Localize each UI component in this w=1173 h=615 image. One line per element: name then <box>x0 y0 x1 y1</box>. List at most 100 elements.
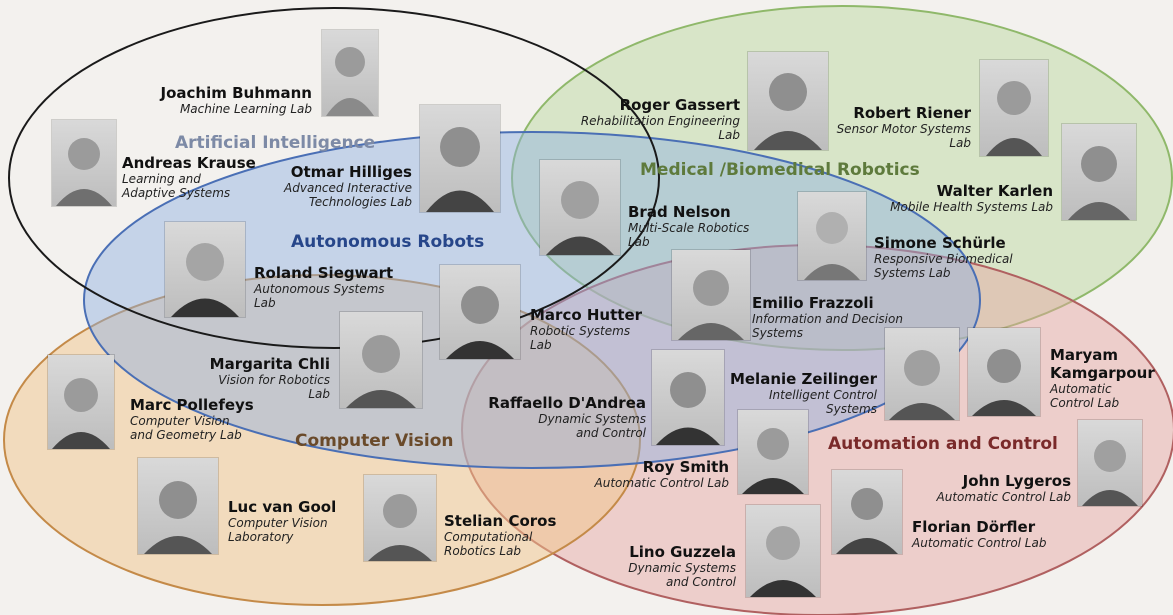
person-name: Melanie Zeilinger <box>729 370 877 388</box>
area-label-control: Automation and Control <box>828 434 1058 454</box>
photo-roy-smith <box>738 410 808 494</box>
person-maryam-kamgarpour: Maryam Kamgarpour Automatic Control Lab <box>1050 346 1155 410</box>
person-roy-smith: Roy Smith Automatic Control Lab <box>595 458 729 490</box>
person-raffaello-dandrea: Raffaello D'Andrea Dynamic Systems and C… <box>488 394 646 440</box>
person-name: Roland Siegwart <box>254 264 394 282</box>
lab-line: Robotic Systems <box>530 324 631 338</box>
ellipse-ai <box>8 7 660 349</box>
lab-line: Adaptive Systems <box>122 186 231 200</box>
person-simone-schurle: Simone Schürle Responsive Biomedical Sys… <box>874 234 1013 280</box>
lab-line: Lab <box>628 235 650 249</box>
area-label-vision: Computer Vision <box>295 431 454 451</box>
lab-line: Rehabilitation Engineering <box>580 114 740 128</box>
person-andreas-krause: Andreas Krause Learning and Adaptive Sys… <box>122 154 256 200</box>
person-name: John Lygeros <box>962 472 1071 490</box>
photo-walter-karlen <box>1062 124 1136 220</box>
person-brad-nelson: Brad Nelson Multi-Scale Robotics Lab <box>628 203 749 249</box>
person-name: Raffaello D'Andrea <box>488 394 646 412</box>
person-name: Joachim Buhmann <box>160 84 312 102</box>
person-roger-gassert: Roger Gassert Rehabilitation Engineering… <box>581 96 740 142</box>
lab-line: Technologies Lab <box>308 195 412 209</box>
person-name: Marc Pollefeys <box>130 396 254 414</box>
lab-line: Robotics Lab <box>444 544 521 558</box>
ellipse-autonomous <box>83 131 981 469</box>
photo-roger-gassert <box>748 52 828 150</box>
person-name: Emilio Frazzoli <box>752 294 874 312</box>
lab-line: Systems <box>752 326 803 340</box>
lab-line: and Control <box>575 426 646 440</box>
person-name: Roger Gassert <box>619 96 740 114</box>
photo-florian-dorfler <box>832 470 902 554</box>
photo-joachim-buhmann <box>322 30 378 116</box>
person-otmar-hilliges: Otmar Hilliges Advanced Interactive Tech… <box>284 163 412 209</box>
lab-line: Computer Vision <box>130 414 230 428</box>
lab-line: Vision for Robotics <box>218 373 330 387</box>
photo-melanie-zeilinger <box>885 328 959 420</box>
photo-margarita-chli <box>340 312 422 408</box>
lab-line: Control Lab <box>1050 396 1120 410</box>
person-margarita-chli: Margarita Chli Vision for Robotics Lab <box>210 355 330 401</box>
person-robert-riener: Robert Riener Sensor Motor Systems Lab <box>837 104 971 150</box>
photo-marco-hutter <box>440 265 520 359</box>
person-luc-van-gool: Luc van Gool Computer Vision Laboratory <box>228 498 336 544</box>
person-marc-pollefeys: Marc Pollefeys Computer Vision and Geome… <box>130 396 254 442</box>
person-name: Robert Riener <box>853 104 971 122</box>
photo-roland-siegwart <box>165 222 245 317</box>
lab-line: Autonomous Systems <box>254 282 385 296</box>
photo-andreas-krause <box>52 120 116 206</box>
photo-luc-van-gool <box>138 458 218 554</box>
person-name: Andreas Krause <box>122 154 256 172</box>
person-name-line2: Kamgarpour <box>1050 364 1155 382</box>
area-label-medical: Medical /Biomedical Robotics <box>640 160 920 180</box>
person-joachim-buhmann: Joachim Buhmann Machine Learning Lab <box>161 84 312 116</box>
person-name: Marco Hutter <box>530 306 643 324</box>
person-john-lygeros: John Lygeros Automatic Control Lab <box>937 472 1071 504</box>
person-name: Walter Karlen <box>936 182 1053 200</box>
photo-brad-nelson <box>540 160 620 255</box>
person-melanie-zeilinger: Melanie Zeilinger Intelligent Control Sy… <box>730 370 877 416</box>
person-marco-hutter: Marco Hutter Robotic Systems Lab <box>530 306 642 352</box>
lab-line: Automatic <box>1050 382 1112 396</box>
lab-line: Computational <box>444 530 533 544</box>
lab-line: Systems Lab <box>874 266 951 280</box>
photo-emilio-frazzoli <box>672 250 750 340</box>
person-walter-karlen: Walter Karlen Mobile Health Systems Lab <box>890 182 1053 214</box>
person-name: Roy Smith <box>642 458 729 476</box>
lab-line: Lab <box>949 136 971 150</box>
person-name: Simone Schürle <box>874 234 1006 252</box>
person-name: Stelian Coros <box>444 512 557 530</box>
person-emilio-frazzoli: Emilio Frazzoli Information and Decision… <box>752 294 903 340</box>
person-name: Margarita Chli <box>209 355 330 373</box>
lab-line: Lab <box>718 128 740 142</box>
photo-marc-pollefeys <box>48 355 114 449</box>
lab-line: Laboratory <box>228 530 294 544</box>
lab-line: Systems <box>826 402 877 416</box>
lab-line: Mobile Health Systems Lab <box>890 200 1053 214</box>
person-roland-siegwart: Roland Siegwart Autonomous Systems Lab <box>254 264 393 310</box>
person-lino-guzzela: Lino Guzzela Dynamic Systems and Control <box>628 543 736 589</box>
lab-line: Lab <box>530 338 552 352</box>
lab-line: Dynamic Systems <box>538 412 646 426</box>
lab-line: Computer Vision <box>228 516 328 530</box>
person-name: Luc van Gool <box>228 498 337 516</box>
lab-line: Automatic Control Lab <box>594 476 729 490</box>
lab-line: Intelligent Control <box>769 388 877 402</box>
photo-lino-guzzela <box>746 505 820 597</box>
person-name: Lino Guzzela <box>629 543 736 561</box>
person-name: Otmar Hilliges <box>290 163 412 181</box>
lab-line: Advanced Interactive <box>284 181 412 195</box>
lab-line: and Control <box>665 575 736 589</box>
area-label-autonomous: Autonomous Robots <box>291 232 485 252</box>
photo-robert-riener <box>980 60 1048 156</box>
person-florian-dorfler: Florian Dörfler Automatic Control Lab <box>912 518 1046 550</box>
lab-line: and Geometry Lab <box>130 428 242 442</box>
lab-line: Lab <box>254 296 276 310</box>
lab-line: Multi-Scale Robotics <box>628 221 750 235</box>
photo-stelian-coros <box>364 475 436 561</box>
area-label-ai: Artificial Intelligence <box>175 133 376 153</box>
person-name: Maryam <box>1050 346 1118 364</box>
lab-line: Automatic Control Lab <box>912 536 1047 550</box>
lab-line: Lab <box>308 387 330 401</box>
lab-line: Machine Learning Lab <box>179 102 312 116</box>
lab-line: Automatic Control Lab <box>936 490 1071 504</box>
